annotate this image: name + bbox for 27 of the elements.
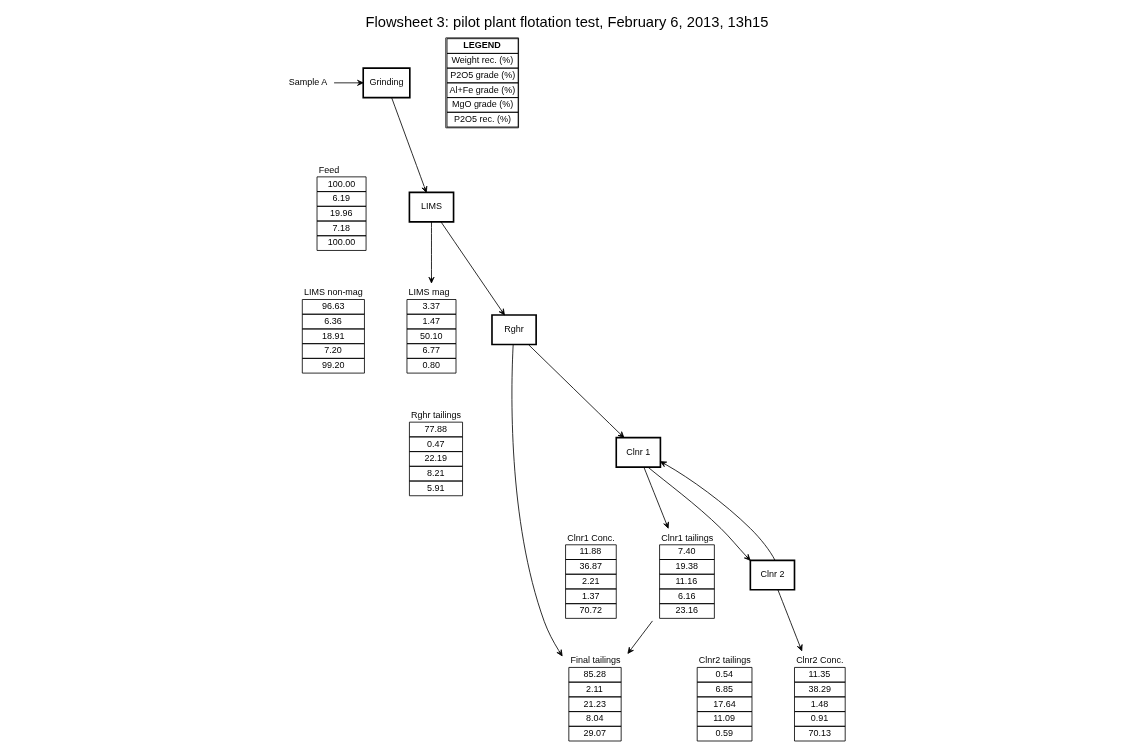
node-label: Clnr1 Conc.: [566, 532, 615, 543]
node-box: Clnr 2: [749, 559, 795, 591]
arrow: [647, 466, 751, 561]
node-box: Grinding: [361, 67, 411, 99]
node-box: Clnr 1: [614, 436, 661, 468]
node-label: LIMS mag: [408, 287, 450, 298]
arrow: [440, 221, 505, 316]
arrow: [627, 620, 653, 654]
node-label: LIMS non-mag: [303, 287, 363, 298]
arrow: [527, 344, 624, 438]
arrow: [390, 97, 427, 193]
arrow: [511, 344, 563, 657]
node-box: Rghr: [490, 314, 537, 346]
arrow: [333, 79, 364, 86]
arrow: [643, 466, 669, 529]
node-label: Feed: [318, 164, 339, 175]
arrow: [659, 461, 775, 561]
node-label: Clnr1 tailings: [660, 532, 713, 543]
arrow: [777, 589, 802, 652]
node-box: LIMS: [408, 191, 454, 223]
node-text: Sample A: [288, 77, 327, 88]
arrow: [428, 221, 434, 284]
node-label: Rghr tailings: [410, 409, 461, 420]
diagram-title: Flowsheet 3: pilot plant flotation test, February 6, 2013, 13h15: [365, 13, 768, 30]
node-label: Final tailings: [569, 655, 620, 666]
node-label: Clnr2 Conc.: [795, 655, 844, 666]
node-label: Clnr2 tailings: [698, 655, 751, 666]
